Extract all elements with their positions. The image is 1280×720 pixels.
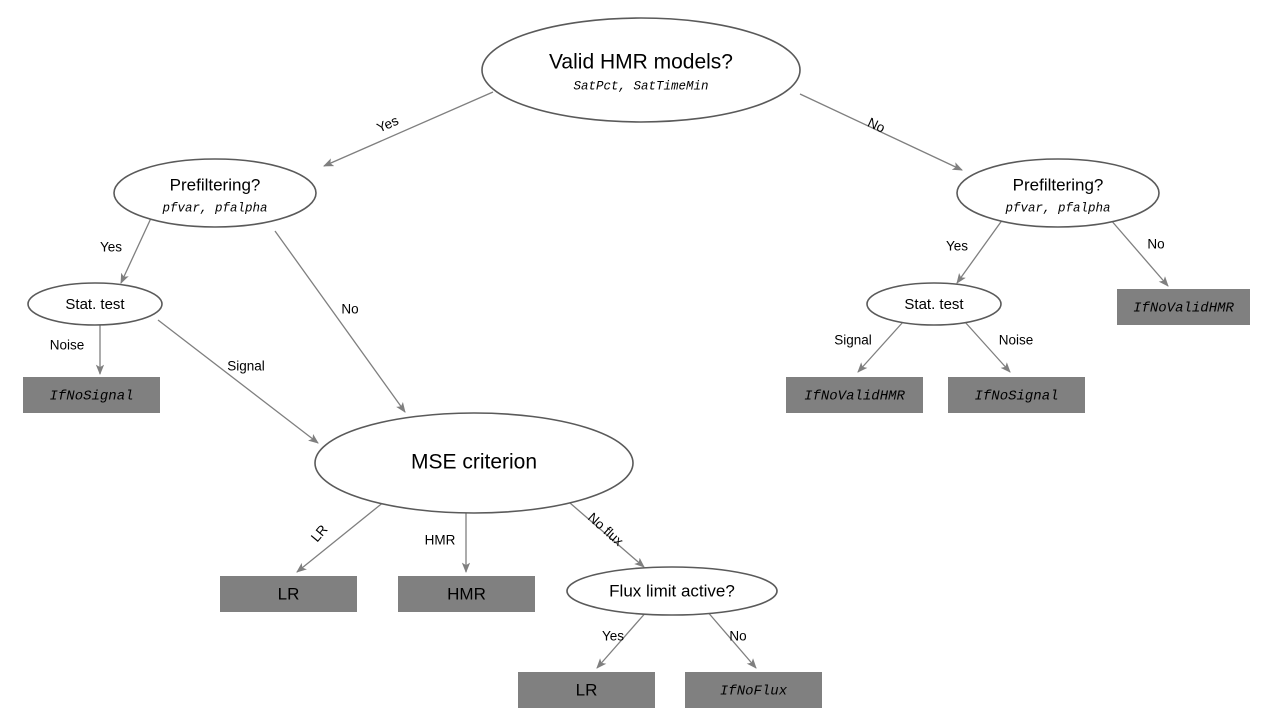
edge-label-right-pf-no: No xyxy=(1147,237,1164,252)
node-lr-box[interactable]: LR xyxy=(220,576,357,612)
node-hmr-box[interactable]: HMR xyxy=(398,576,535,612)
edge-root-yes xyxy=(323,91,494,167)
if-no-valid-hmr-right-label: IfNoValidHMR xyxy=(1133,301,1234,317)
lr-box-bottom-label: LR xyxy=(576,680,598,699)
if-no-flux-label: IfNoFlux xyxy=(720,684,788,700)
edge-label-right-stat-signal: Signal xyxy=(834,333,872,348)
edge-right-pf-no xyxy=(1109,218,1169,287)
edge-label-root-yes: Yes xyxy=(375,113,401,136)
valid-hmr-label: Valid HMR models? xyxy=(549,51,733,74)
node-if-no-flux[interactable]: IfNoFlux xyxy=(685,672,822,708)
if-no-flux-box[interactable] xyxy=(685,672,822,708)
mse-criterion-ellipse[interactable] xyxy=(314,412,634,514)
valid-hmr-ellipse[interactable] xyxy=(481,17,801,123)
stat-test-left-ellipse[interactable] xyxy=(27,282,163,326)
if-no-signal-right-box[interactable] xyxy=(948,377,1085,413)
edge-label-left-pf-no: No xyxy=(341,302,358,317)
lr-box-bottom[interactable] xyxy=(518,672,655,708)
if-no-valid-hmr-mid-box[interactable] xyxy=(786,377,923,413)
if-no-valid-hmr-right-box[interactable] xyxy=(1117,289,1250,325)
nodes-layer: Valid HMR models? SatPct, SatTimeMin Pre… xyxy=(23,17,1250,708)
if-no-signal-right-label: IfNoSignal xyxy=(974,389,1058,405)
edge-label-right-pf-yes: Yes xyxy=(946,239,968,254)
edge-label-right-stat-noise: Noise xyxy=(999,333,1034,348)
if-no-signal-left-box[interactable] xyxy=(23,377,160,413)
prefiltering-left-ellipse[interactable] xyxy=(113,158,317,228)
stat-test-right-ellipse[interactable] xyxy=(866,282,1002,326)
node-stat-test-left[interactable]: Stat. test xyxy=(27,282,163,326)
hmr-box-label: HMR xyxy=(447,584,486,603)
prefiltering-right-ellipse[interactable] xyxy=(956,158,1160,228)
edge-label-mse-lr: LR xyxy=(308,522,331,545)
prefiltering-left-label: Prefiltering? xyxy=(170,175,261,194)
edge-label-root-no: No xyxy=(865,115,887,136)
edge-left-pf-yes xyxy=(120,215,153,284)
node-if-no-signal-left[interactable]: IfNoSignal xyxy=(23,377,160,413)
node-if-no-valid-hmr-right[interactable]: IfNoValidHMR xyxy=(1117,289,1250,325)
flux-limit-label: Flux limit active? xyxy=(609,581,735,600)
prefiltering-left-sublabel: pfvar, pfalpha xyxy=(161,201,267,215)
node-prefiltering-right[interactable]: Prefiltering? pfvar, pfalpha xyxy=(956,158,1160,228)
if-no-signal-left-label: IfNoSignal xyxy=(49,389,133,405)
edge-left-pf-no xyxy=(274,230,406,413)
edge-flux-no xyxy=(705,609,757,669)
flux-limit-ellipse[interactable] xyxy=(566,566,778,616)
prefiltering-right-label: Prefiltering? xyxy=(1013,175,1104,194)
node-flux-limit-active[interactable]: Flux limit active? xyxy=(566,566,778,616)
node-if-no-valid-hmr-mid[interactable]: IfNoValidHMR xyxy=(786,377,923,413)
edge-left-stat-signal xyxy=(157,319,319,444)
edge-labels-layer: Yes No Yes No Noise Signal Yes No Signal… xyxy=(50,113,1165,644)
stat-test-left-label: Stat. test xyxy=(65,296,125,313)
hmr-box[interactable] xyxy=(398,576,535,612)
if-no-valid-hmr-mid-label: IfNoValidHMR xyxy=(804,389,905,405)
edge-mse-no-flux xyxy=(569,502,645,568)
node-stat-test-right[interactable]: Stat. test xyxy=(866,282,1002,326)
stat-test-right-label: Stat. test xyxy=(904,296,964,313)
edge-label-flux-no: No xyxy=(729,629,746,644)
edge-flux-yes xyxy=(596,609,649,669)
edge-label-left-stat-signal: Signal xyxy=(227,359,265,374)
mse-criterion-label: MSE criterion xyxy=(411,451,537,474)
node-lr-box-bottom[interactable]: LR xyxy=(518,672,655,708)
node-valid-hmr-models[interactable]: Valid HMR models? SatPct, SatTimeMin xyxy=(481,17,801,123)
edges-layer xyxy=(95,91,1169,669)
edge-mse-lr xyxy=(296,500,386,573)
edge-label-left-stat-noise: Noise xyxy=(50,338,85,353)
lr-box[interactable] xyxy=(220,576,357,612)
edge-right-stat-noise xyxy=(964,321,1011,373)
node-prefiltering-left[interactable]: Prefiltering? pfvar, pfalpha xyxy=(113,158,317,228)
edge-right-stat-signal xyxy=(857,321,904,373)
lr-box-label: LR xyxy=(278,584,300,603)
edge-label-mse-hmr: HMR xyxy=(425,533,456,548)
node-mse-criterion[interactable]: MSE criterion xyxy=(314,412,634,514)
edge-root-no xyxy=(799,93,963,171)
edge-label-left-pf-yes: Yes xyxy=(100,240,122,255)
valid-hmr-sublabel: SatPct, SatTimeMin xyxy=(573,79,708,93)
edge-right-pf-yes xyxy=(956,218,1004,284)
prefiltering-right-sublabel: pfvar, pfalpha xyxy=(1004,201,1110,215)
edge-label-mse-no-flux: No flux xyxy=(585,510,626,549)
node-if-no-signal-right[interactable]: IfNoSignal xyxy=(948,377,1085,413)
edge-label-flux-yes: Yes xyxy=(602,629,624,644)
